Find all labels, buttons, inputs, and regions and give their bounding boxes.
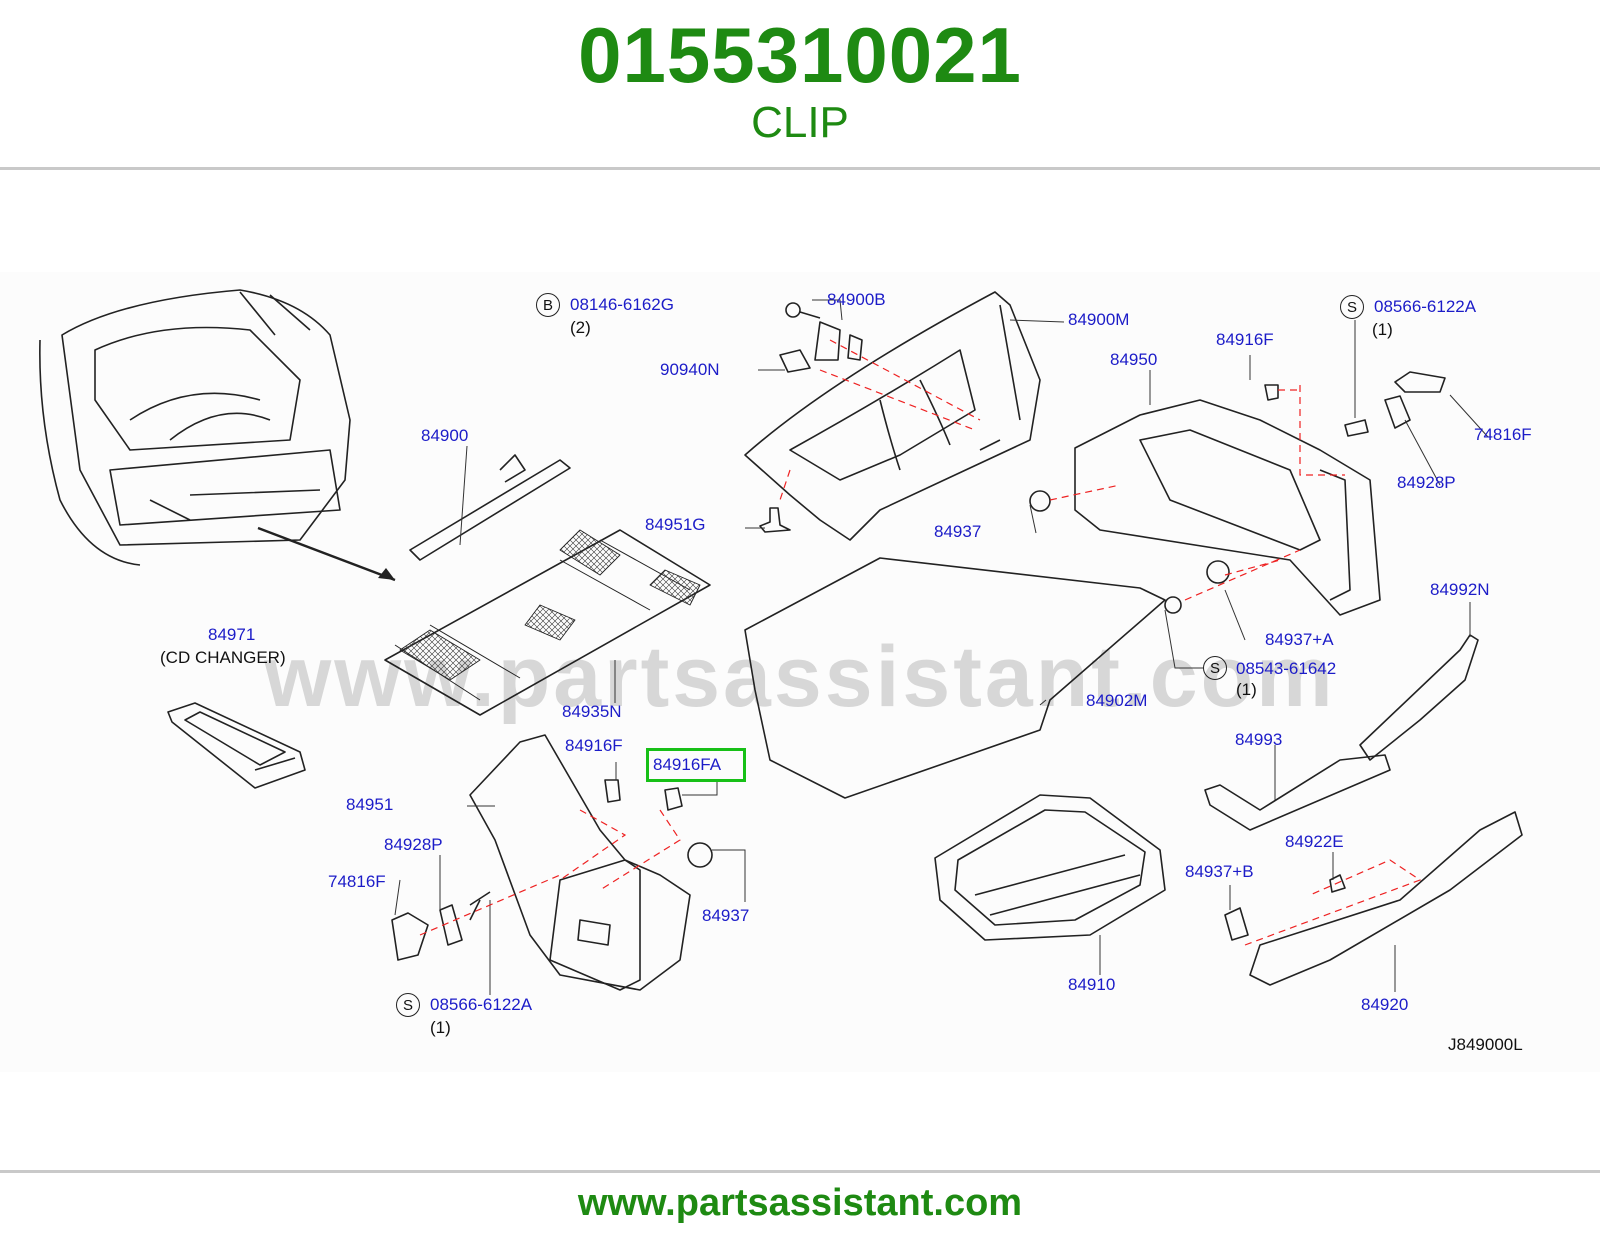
quantity-08566-left: (1) (430, 1018, 451, 1037)
label-84922E[interactable]: 84922E (1285, 832, 1344, 851)
quantity-08566-right: (1) (1372, 320, 1393, 339)
car-rear-illustration (39, 289, 351, 566)
diagram-code: J849000L (1448, 1035, 1523, 1054)
parts-diagram-background (0, 272, 1600, 1072)
part-84920 (1249, 811, 1523, 986)
label-84900[interactable]: 84900 (421, 426, 469, 445)
label-84971[interactable]: 84971 (208, 625, 256, 644)
header-divider (0, 167, 1600, 170)
part-84900M-trunk-lid-lining (744, 291, 1041, 541)
leader-lines (394, 299, 1489, 995)
label-84916F-left[interactable]: 84916F (565, 736, 623, 755)
bolt-marker-b: B (536, 293, 560, 317)
label-84993[interactable]: 84993 (1235, 730, 1283, 749)
part-84902M-floor-mat (744, 557, 1166, 799)
label-84951[interactable]: 84951 (346, 795, 394, 814)
part-84992N (1359, 634, 1479, 761)
label-cd-changer: (CD CHANGER) (160, 648, 286, 667)
screw-marker-s-right: S (1340, 295, 1364, 319)
part-84910-tray (934, 794, 1166, 941)
label-84900M[interactable]: 84900M (1068, 310, 1130, 329)
label-08566-6122A-left[interactable]: 08566-6122A (430, 995, 533, 1014)
part-84950-right-trim (1074, 399, 1381, 616)
label-84920[interactable]: 84920 (1361, 995, 1409, 1014)
part-84951-left-trim (469, 734, 691, 991)
part-84935N-cargo-net (384, 529, 711, 716)
part-84900 (409, 459, 571, 561)
label-84900B[interactable]: 84900B (827, 290, 886, 309)
label-08146-6162G[interactable]: 08146-6162G (570, 295, 674, 314)
screw-marker-s-left: S (396, 993, 420, 1017)
part-84900B-hinge-parts (779, 302, 863, 373)
label-08566-6122A-right[interactable]: 08566-6122A (1374, 297, 1477, 316)
arrow-line (257, 526, 396, 582)
label-84910[interactable]: 84910 (1068, 975, 1116, 994)
label-84928P-left[interactable]: 84928P (384, 835, 443, 854)
page-header: 0155310021 CLIP (0, 0, 1600, 168)
label-84928P-right[interactable]: 84928P (1397, 473, 1456, 492)
label-84935N[interactable]: 84935N (562, 702, 622, 721)
arrow-head (378, 568, 395, 580)
label-84992N[interactable]: 84992N (1430, 580, 1490, 599)
label-84902M[interactable]: 84902M (1086, 691, 1148, 710)
label-90940N[interactable]: 90940N (660, 360, 720, 379)
part-84971-cd-changer (167, 702, 306, 789)
label-84916F-right[interactable]: 84916F (1216, 330, 1274, 349)
quantity-08146: (2) (570, 318, 591, 337)
quantity-08543: (1) (1236, 680, 1257, 699)
footer-site-url[interactable]: www.partsassistant.com (577, 1182, 1023, 1224)
label-84951G[interactable]: 84951G (645, 515, 706, 534)
label-74816F-left[interactable]: 74816F (328, 872, 386, 891)
label-84937-middle[interactable]: 84937 (934, 522, 982, 541)
part-number-title: 0155310021 (578, 11, 1022, 99)
part-name-subtitle: CLIP (751, 98, 849, 147)
label-08543-61642[interactable]: 08543-61642 (1236, 659, 1337, 678)
footer-divider (0, 1170, 1600, 1173)
label-84937-A[interactable]: 84937+A (1265, 630, 1334, 649)
part-84993 (1204, 754, 1391, 831)
highlight-box-84916FA[interactable]: 84916FA (646, 748, 746, 782)
label-84916FA[interactable]: 84916FA (653, 755, 722, 774)
label-84937-left[interactable]: 84937 (702, 906, 750, 925)
part-84951G-clip (759, 507, 791, 533)
label-84937-B[interactable]: 84937+B (1185, 862, 1254, 881)
label-84950[interactable]: 84950 (1110, 350, 1158, 369)
screw-marker-s-middle: S (1203, 656, 1227, 680)
assembly-dash-lines (419, 339, 1422, 946)
label-74816F-right[interactable]: 74816F (1474, 425, 1532, 444)
